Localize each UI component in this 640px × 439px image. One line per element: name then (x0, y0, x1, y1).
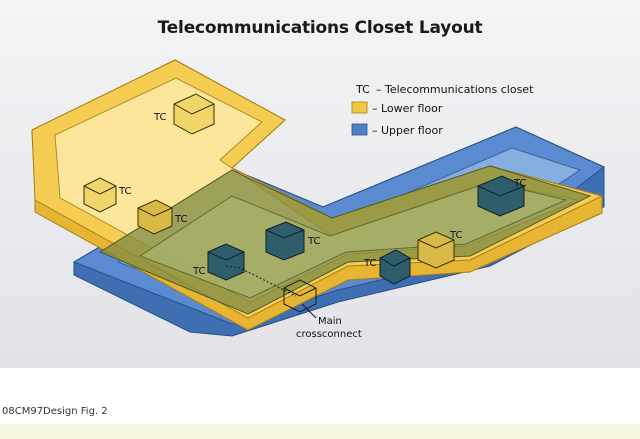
main-crossconnect-label: Main (318, 316, 342, 327)
tc-closet-upper (207, 243, 245, 281)
diagram-title: Telecommunications Closet Layout (157, 18, 483, 38)
tc-closets (83, 93, 525, 319)
overlap-corridor (138, 181, 568, 299)
floor-plan-diagram: TC TC TC TC TC TC TC TC Main crossconnec… (31, 59, 605, 340)
legend-tc-abbr: TC (355, 83, 370, 96)
tc-closet-lower (137, 199, 173, 235)
tc-labels: TC TC TC TC TC TC TC TC Main crossconnec… (118, 112, 527, 340)
legend: TC – Telecommunications closet – Lower f… (351, 83, 534, 137)
diagram-figure: Telecommunications Closet Layout (0, 0, 640, 368)
legend-tc-desc: – Telecommunications closet (376, 83, 534, 96)
tc-closet-upper (379, 249, 411, 285)
tc-label: TC (153, 112, 167, 123)
legend-lower-desc: – Lower floor (372, 102, 443, 115)
tc-label: TC (174, 214, 188, 225)
tc-closet-lower (417, 231, 455, 269)
legend-upper-swatch (351, 123, 368, 136)
main-crossconnect-leader (301, 303, 317, 319)
crossconnect-cable (225, 265, 297, 297)
tc-label: TC (363, 258, 377, 269)
tc-closet-lower (173, 93, 215, 135)
bottom-strip (0, 424, 640, 439)
tc-label: TC (192, 266, 206, 277)
legend-upper-desc: – Upper floor (372, 124, 443, 137)
main-crossconnect-box (283, 279, 317, 313)
tc-label: TC (118, 186, 132, 197)
tc-closet-upper (265, 221, 305, 261)
main-crossconnect-label: crossconnect (296, 329, 362, 340)
tc-closet-upper (477, 175, 525, 217)
tc-label: TC (307, 236, 321, 247)
tc-label: TC (449, 230, 463, 241)
legend-lower-swatch (351, 101, 368, 114)
tc-closet-lower (83, 177, 117, 213)
tc-label: TC (513, 178, 527, 189)
figure-caption: 08CM97Design Fig. 2 (2, 406, 108, 417)
